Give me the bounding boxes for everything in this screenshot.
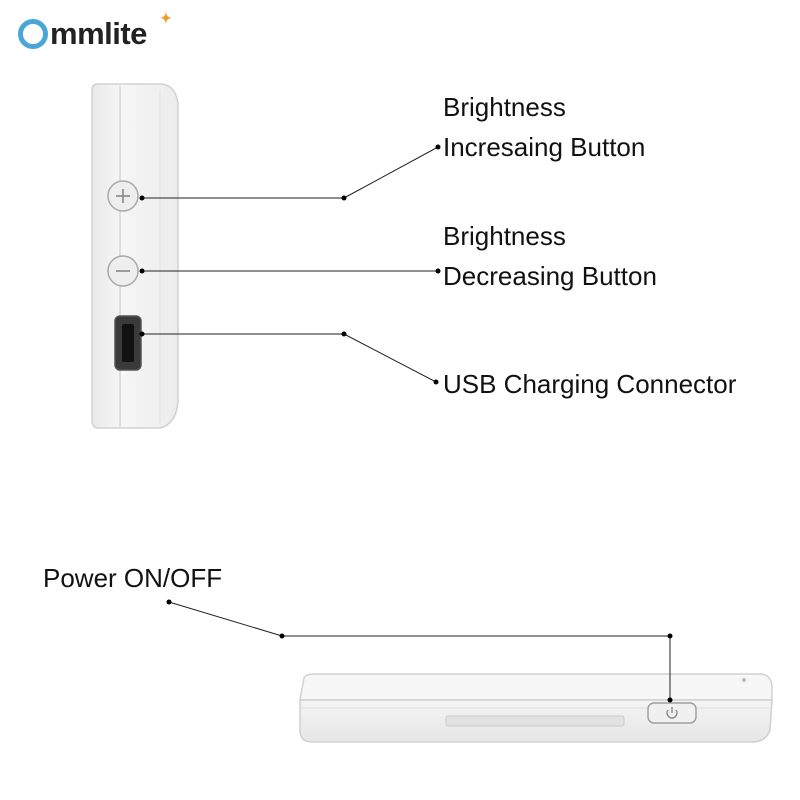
callout-power: Power ON/OFF (43, 563, 222, 593)
brightness-increase-button[interactable] (107, 180, 139, 212)
logo-ring-icon (18, 19, 48, 49)
device-side-view (91, 83, 179, 429)
callout-brightness-down-line2: Decreasing Button (443, 261, 657, 291)
callout-brightness-down: Brightness Decreasing Button (443, 221, 657, 291)
logo-spark-icon: ✦ (160, 10, 172, 26)
leader-power (166, 599, 673, 703)
micro-usb-port-icon (122, 324, 134, 362)
leader-brightness-up (139, 144, 441, 201)
callout-usb-line1: USB Charging Connector (443, 369, 737, 399)
power-button[interactable] (647, 702, 697, 724)
leader-lines (139, 144, 673, 703)
callout-usb: USB Charging Connector (443, 369, 736, 399)
callout-brightness-up-line2: Incresaing Button (443, 132, 646, 162)
brand-logo: mmlite ✦ (18, 10, 172, 54)
leader-usb (139, 331, 439, 385)
power-icon (666, 707, 678, 719)
device-bottom-view (299, 673, 773, 743)
brightness-decrease-button[interactable] (107, 255, 139, 287)
leader-brightness-down (139, 268, 441, 274)
usb-charging-port[interactable] (114, 315, 142, 371)
callout-brightness-up-line1: Brightness (443, 92, 566, 122)
callout-brightness-up: Brightness Incresaing Button (443, 92, 645, 162)
callout-power-line1: Power ON/OFF (43, 563, 223, 593)
plus-icon (116, 189, 130, 203)
callout-brightness-down-line1: Brightness (443, 221, 566, 251)
logo-text: mmlite (50, 16, 147, 51)
